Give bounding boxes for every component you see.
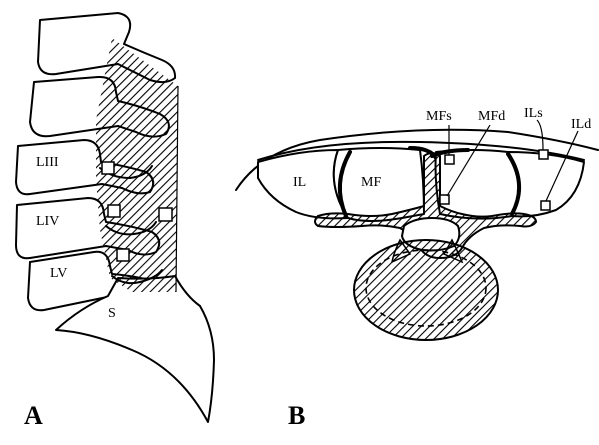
label-sacrum: S xyxy=(108,306,116,321)
vertebral-body xyxy=(354,240,498,340)
leader-ils xyxy=(537,120,543,150)
label-ild: ILd xyxy=(571,117,591,132)
label-mfs: MFs xyxy=(426,109,452,124)
recording-site-a-l3 xyxy=(102,162,114,174)
recording-site-mfd xyxy=(440,195,449,204)
recording-site-a-l5 xyxy=(117,249,129,261)
label-l3: LIII xyxy=(36,155,59,170)
recording-site-mfs xyxy=(445,155,454,164)
panel-a-label: A xyxy=(24,401,43,430)
panel-b: IL MF MFs MFd ILs ILd B xyxy=(236,106,598,430)
recording-site-ild xyxy=(541,201,550,210)
label-mfd: MFd xyxy=(478,109,505,124)
label-ils: ILs xyxy=(524,106,543,121)
label-mf: MF xyxy=(361,175,381,190)
recording-site-a-l4-lateral xyxy=(159,208,172,221)
label-l4: LIV xyxy=(36,214,59,229)
recording-site-a-l4-medial xyxy=(108,205,120,217)
label-il: IL xyxy=(293,175,306,190)
recording-site-ils xyxy=(539,150,548,159)
panel-b-label: B xyxy=(288,401,305,430)
label-l5: LV xyxy=(50,266,67,281)
panel-a: LIII LIV LV S A xyxy=(16,13,214,430)
